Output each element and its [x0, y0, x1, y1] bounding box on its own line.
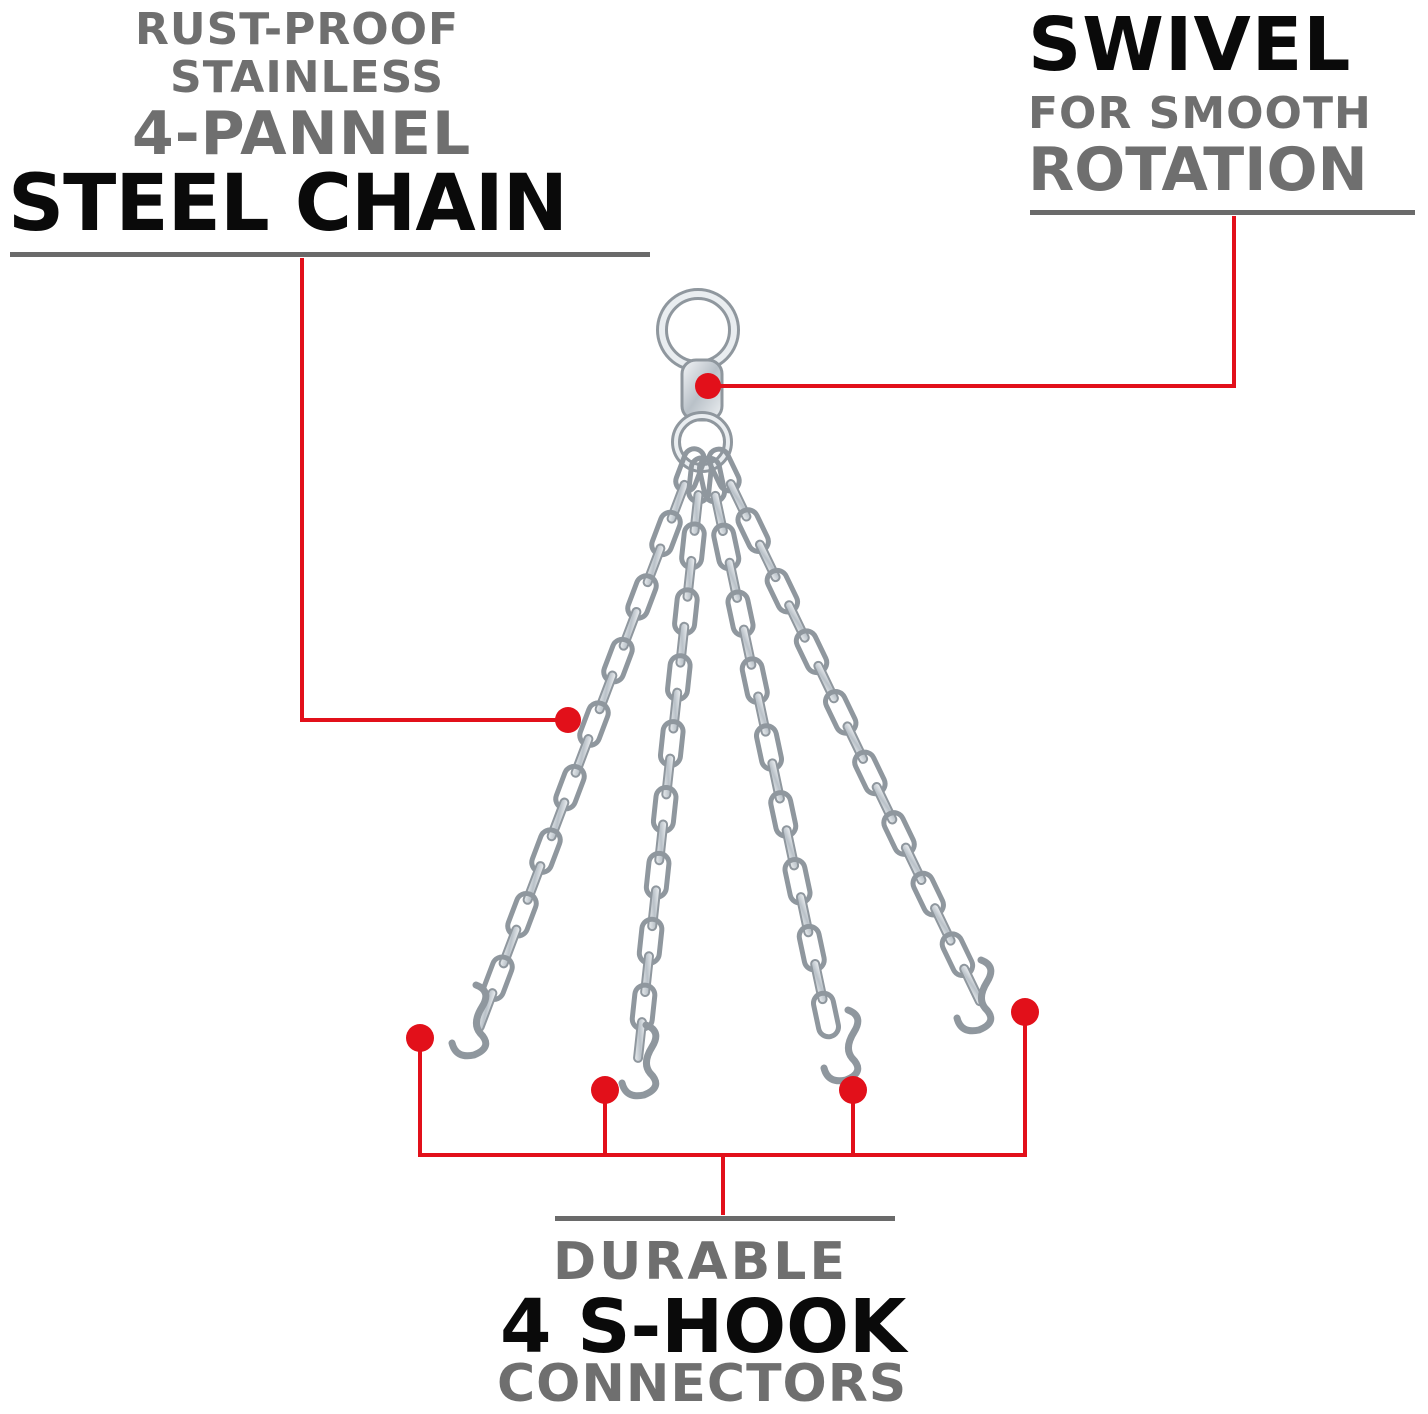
chain-line-3: 4-PANNEL	[132, 99, 472, 169]
leader-lines	[300, 216, 1236, 1215]
chain-1-link	[577, 700, 611, 748]
s-hook-4	[953, 956, 995, 1035]
chain-headline: STEEL CHAIN	[8, 159, 568, 249]
hooks-bracket-line	[418, 1012, 1027, 1157]
chain-1-link	[529, 827, 563, 875]
chain-1-link	[505, 890, 539, 939]
hook-dot-3	[839, 1076, 867, 1104]
swivel-line-1: FOR SMOOTH	[1028, 88, 1372, 139]
chain-1-link	[649, 509, 683, 558]
chain-3-link	[810, 990, 842, 1040]
hook-dot-4	[1011, 998, 1039, 1026]
swivel-dot	[695, 373, 721, 399]
hook-dot-2	[591, 1076, 619, 1104]
chain-leader-line	[300, 258, 568, 722]
s-hooks-group	[448, 956, 995, 1100]
hooks-line-1: DURABLE	[553, 1232, 848, 1292]
hooks-headline: 4 S-HOOK	[500, 1284, 907, 1370]
chain-underline	[10, 252, 650, 257]
hook-dot-1	[406, 1024, 434, 1052]
s-hook-2	[618, 1021, 660, 1100]
hooks-overline	[555, 1216, 895, 1221]
hooks-line-2: CONNECTORS	[497, 1354, 908, 1414]
chains-group	[474, 446, 985, 1063]
chain-1-link	[601, 636, 635, 685]
chain-line-1: RUST-PROOF	[135, 4, 460, 55]
chain-2-link	[633, 1017, 647, 1063]
s-hook-1	[448, 981, 490, 1060]
chain-dot	[555, 707, 581, 733]
callout-dots	[406, 373, 1039, 1104]
swivel-leader-line	[708, 216, 1236, 388]
chain-1-link	[553, 763, 587, 812]
chain-line-2: STAINLESS	[170, 52, 445, 103]
chain-1-link	[625, 573, 659, 621]
swivel-line-2: ROTATION	[1028, 135, 1368, 205]
swivel-headline: SWIVEL	[1028, 2, 1352, 88]
s-hook-3	[820, 1006, 862, 1085]
swivel-underline	[1030, 210, 1415, 215]
